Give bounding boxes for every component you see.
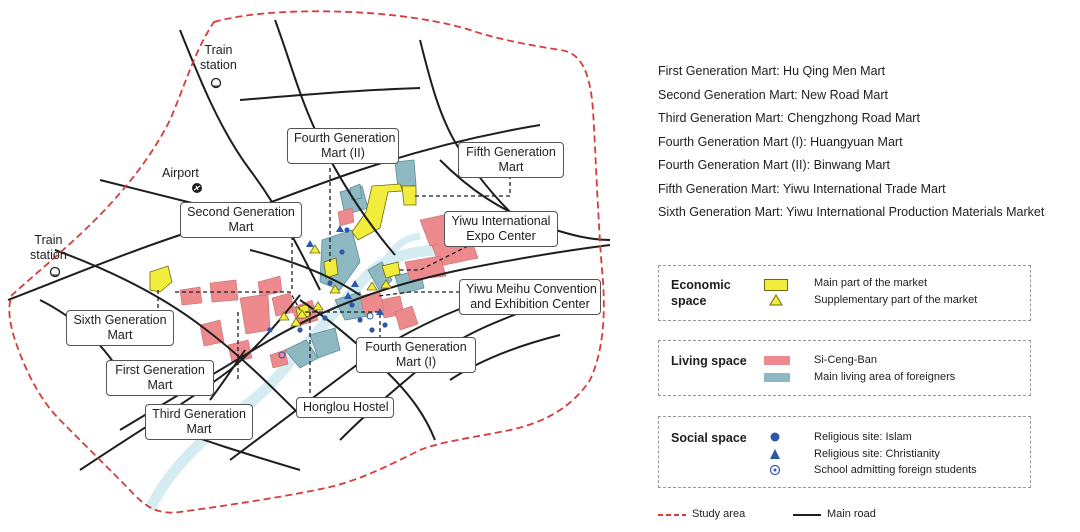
callout-expo-center: Yiwu International Expo Center (444, 211, 558, 247)
mart-list-item: Second Generation Mart: New Road Mart (658, 87, 888, 102)
legend-item: Si-Ceng-Ban (814, 354, 877, 366)
legend-item: Main living area of foreigners (814, 371, 956, 383)
study-area-boundary (8, 10, 605, 514)
school-symbol (769, 464, 781, 476)
christianity-sites (306, 225, 384, 315)
legend-economic-heading: Economic space (671, 278, 731, 308)
legend-item: Supplementary part of the market (814, 294, 978, 306)
study-area-legend-label: Study area (692, 508, 746, 520)
legend-economic: Economic space Main part of the market S… (658, 265, 1031, 321)
si-ceng-ban-swatch (764, 356, 790, 365)
legend-item: Main part of the market (814, 277, 928, 289)
legend-item: School admitting foreign students (814, 464, 977, 476)
callout-fifth-gen: Fifth Generation Mart (458, 142, 564, 178)
mart-list-item: Fourth Generation Mart (I): Huangyuan Ma… (658, 134, 903, 149)
study-area-map (7, 10, 611, 514)
airport-label: Airport (162, 166, 199, 180)
market-main-swatch (764, 279, 788, 291)
legend-item: Religious site: Christianity (814, 448, 940, 460)
callout-sixth-gen: Sixth Generation Mart (66, 310, 174, 346)
callout-second-gen: Second Generation Mart (180, 202, 302, 238)
market-supplementary-swatch (769, 294, 783, 306)
callout-fourth-gen-i: Fourth Generation Mart (I) (356, 337, 476, 373)
legend-item: Religious site: Islam (814, 431, 912, 443)
market-main-parts (149, 183, 417, 319)
airport-icon (192, 183, 202, 193)
legend-living-heading: Living space (671, 354, 747, 368)
mart-list-item: First Generation Mart: Hu Qing Men Mart (658, 64, 886, 78)
mart-list-item: Sixth Generation Mart: Yiwu Internationa… (658, 205, 1045, 219)
foreign-student-schools (278, 312, 374, 359)
mart-list-item: Fourth Generation Mart (II): Binwang Mar… (658, 158, 891, 172)
train-station-icon (210, 77, 222, 89)
christianity-symbol (770, 449, 780, 459)
main-road-line-swatch (793, 514, 821, 516)
market-supplementary-parts (278, 244, 392, 327)
callout-meihu: Yiwu Meihu Convention and Exhibition Cen… (459, 279, 601, 315)
foreigners-area-swatch (764, 373, 790, 382)
train-station-icon (49, 266, 61, 278)
islam-symbol (770, 432, 780, 442)
legend-social: Social space Religious site: Islam Relig… (658, 416, 1031, 488)
callout-honglou: Honglou Hostel (296, 397, 394, 418)
callout-connectors (157, 168, 511, 395)
river-branch (381, 232, 421, 264)
legend-living: Living space Si-Ceng-Ban Main living are… (658, 340, 1031, 396)
mart-list-item: Fifth Generation Mart: Yiwu Internationa… (658, 181, 946, 196)
study-area-line-swatch (658, 514, 686, 516)
callout-fourth-gen-ii: Fourth Generation Mart (II) (287, 128, 399, 164)
mart-list-item: Third Generation Mart: Chengzhong Road M… (658, 111, 920, 125)
callout-first-gen: First Generation Mart (106, 360, 214, 396)
train-station-label: Train station (30, 233, 67, 262)
main-road-legend-label: Main road (827, 508, 876, 520)
legend-social-heading: Social space (671, 431, 747, 445)
callout-third-gen: Third Generation Mart (145, 404, 253, 440)
islam-sites (267, 227, 398, 343)
mart-list: First Generation Mart: Hu Qing Men Mart … (658, 60, 1044, 225)
train-station-label: Train station (200, 43, 237, 72)
